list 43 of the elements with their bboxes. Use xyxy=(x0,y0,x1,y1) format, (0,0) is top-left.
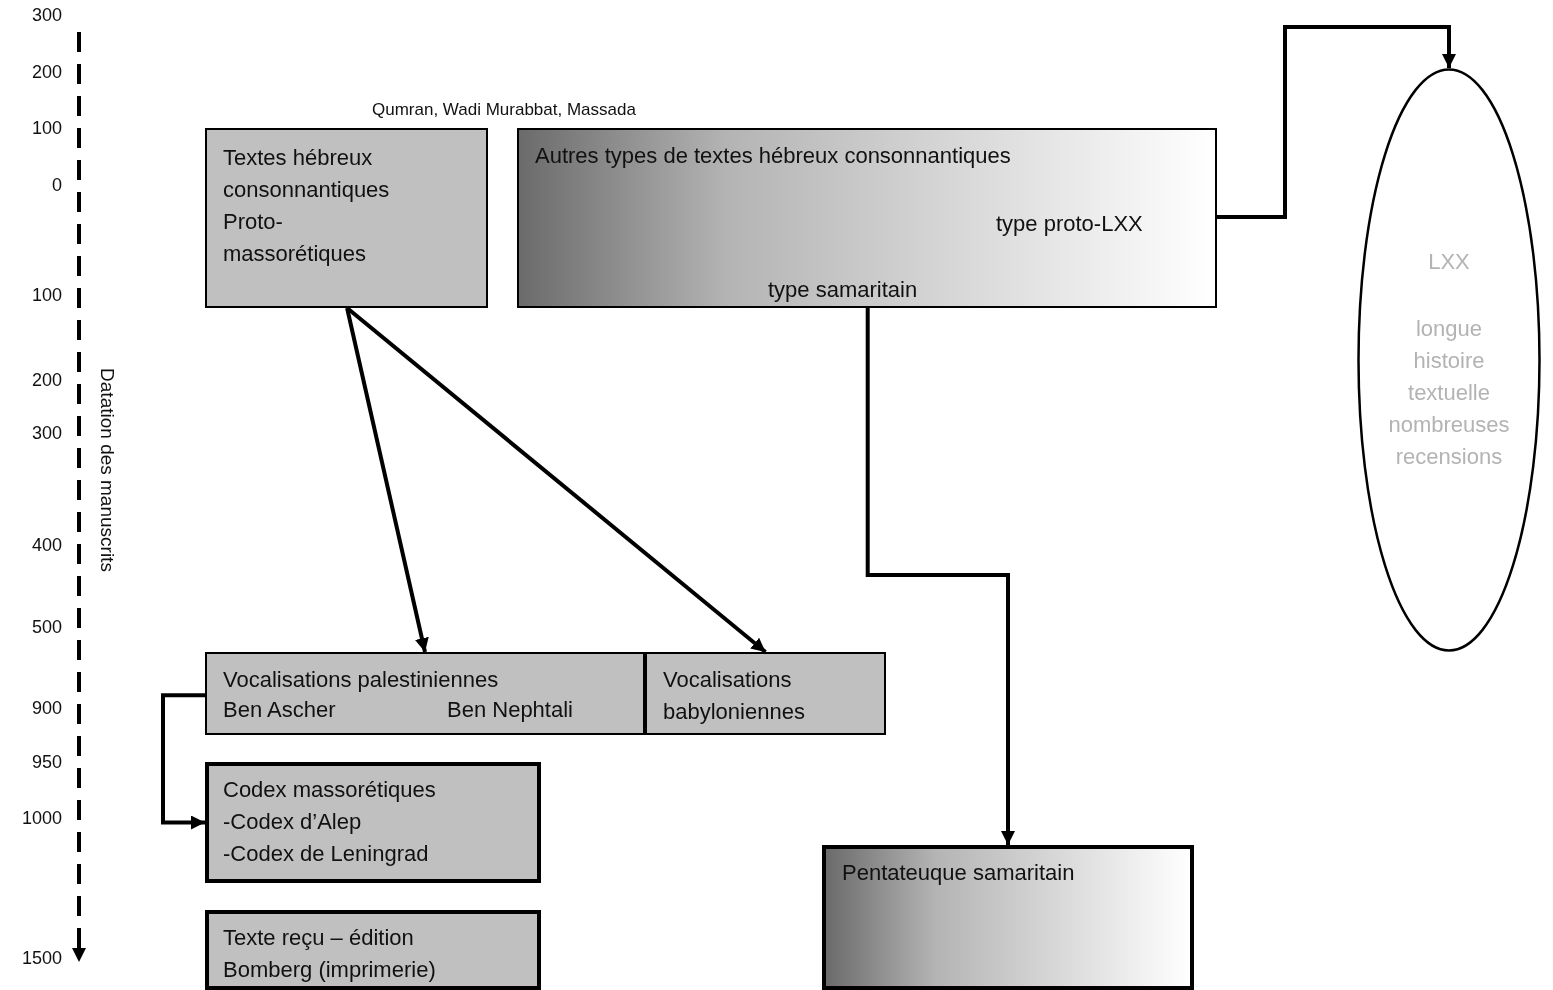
axis-tick-label: 300 xyxy=(31,4,62,26)
node-text: LXX xyxy=(1428,248,1470,276)
arrow xyxy=(1217,25,1456,219)
axis-tick-label: 200 xyxy=(31,369,62,391)
node-text: type proto-LXX xyxy=(996,210,1143,238)
node-text: Proto-massorétiques xyxy=(223,208,368,268)
axis-tick-label: 0 xyxy=(52,174,62,196)
axis-tick-label: 950 xyxy=(31,751,62,773)
arrow xyxy=(865,308,1015,845)
process-box xyxy=(822,845,1194,990)
process-box xyxy=(205,128,488,308)
node-text: longue histoire textuelle nombreuses recensions xyxy=(1388,315,1510,471)
node-text: Pentateuque samaritain xyxy=(842,859,1075,887)
node-text: -Codex de Leningrad xyxy=(223,840,429,868)
node-text: Codex massorétiques xyxy=(223,776,436,804)
node-text: Ben Ascher xyxy=(223,696,336,724)
axis-tick-label: 900 xyxy=(31,697,62,719)
ellipse-node xyxy=(1357,68,1541,652)
axis-title: Datation des manuscrits xyxy=(96,368,118,572)
process-box xyxy=(205,910,541,990)
node-text: -Codex d’Alep xyxy=(223,808,362,836)
process-box xyxy=(517,128,1217,308)
node-text: Autres types de textes hébreux consonnantiques xyxy=(535,142,1011,170)
axis-tick-label: 100 xyxy=(31,284,62,306)
arrow xyxy=(345,307,429,653)
node-text: Vocalisations palestiniennes xyxy=(223,666,499,694)
node-text: Textes hébreux consonnantiques xyxy=(223,144,391,204)
axis-tick-label: 400 xyxy=(31,534,62,556)
arrow xyxy=(161,693,205,830)
process-box xyxy=(205,652,645,735)
axis-tick-label: 100 xyxy=(31,117,62,139)
node-text: Texte reçu – édition Bomberg (imprimerie) xyxy=(223,924,437,984)
node-text: Vocalisations babyloniennes xyxy=(663,666,806,726)
axis-tick-label: 1500 xyxy=(21,947,62,969)
site-note: Qumran, Wadi Murabbat, Massada xyxy=(372,100,636,120)
axis-tick-label: 300 xyxy=(31,422,62,444)
process-box xyxy=(205,762,541,883)
axis-tick-label: 200 xyxy=(31,61,62,83)
node-text: type samaritain xyxy=(768,276,918,304)
node-text: Ben Nephtali xyxy=(447,696,573,724)
process-box xyxy=(645,652,886,735)
axis-tick-label: 1000 xyxy=(21,807,62,829)
axis-tick-label: 500 xyxy=(31,616,62,638)
